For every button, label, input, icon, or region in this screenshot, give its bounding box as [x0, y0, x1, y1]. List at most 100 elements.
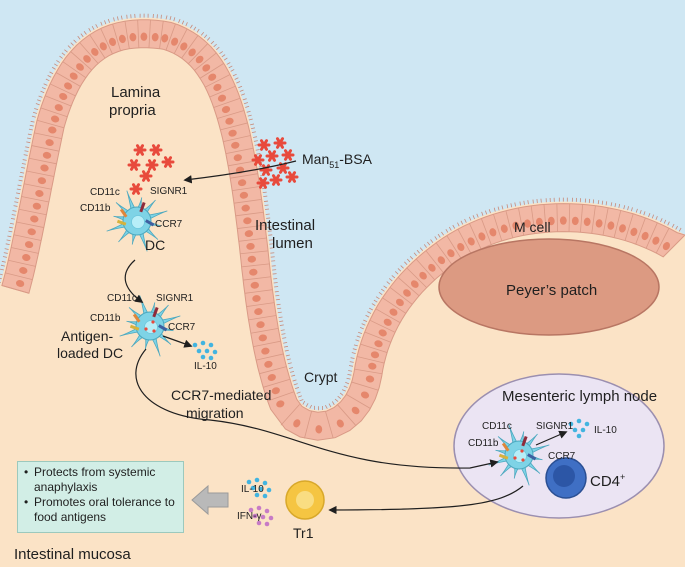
epithelium-cell-border	[591, 205, 596, 234]
microvillus	[343, 385, 348, 388]
epithelium-cell-border	[124, 21, 130, 49]
epithelium-cell-border	[199, 63, 224, 79]
microvillus	[34, 108, 39, 111]
epithelium-nucleus	[383, 318, 392, 326]
epithelium-cell-border	[217, 110, 245, 119]
outcome-bullet-text: Promotes oral tolerance to food antigens	[34, 495, 175, 524]
antigen-star-icon	[269, 174, 283, 186]
microvillus	[296, 391, 301, 394]
il10-dot	[258, 486, 264, 492]
label-intestinal-mucosa: Intestinal mucosa	[14, 546, 131, 563]
dc-dendrite	[151, 335, 161, 357]
microvillus	[20, 171, 25, 174]
microvillus	[359, 326, 364, 330]
microvillus	[309, 404, 313, 409]
epithelium-cell-border	[397, 277, 420, 297]
dc-internalized-antigen	[521, 458, 525, 462]
epithelium-nucleus	[188, 48, 196, 57]
arrow-migration	[135, 348, 499, 469]
antigen-star-icon-core	[280, 165, 286, 171]
epithelium-nucleus	[76, 63, 84, 71]
microvillus	[219, 51, 223, 55]
label-tr1-il10: IL-10	[241, 484, 264, 495]
microvillus	[394, 271, 399, 275]
microvillus	[12, 210, 17, 212]
bullet-dot-icon: •	[24, 495, 29, 509]
man51-bsa-antigens	[251, 137, 299, 189]
microvillus	[265, 213, 270, 215]
epithelium-nucleus	[171, 37, 179, 46]
label-mesenteric-lymph-node: Mesenteric lymph node	[502, 388, 657, 405]
microvillus	[293, 383, 298, 386]
epithelium-nucleus	[221, 106, 231, 113]
microvillus	[351, 352, 356, 355]
epithelium-nucleus	[180, 42, 188, 51]
epithelium-cell-border	[34, 132, 62, 139]
epithelium-cell-border	[530, 205, 536, 234]
microvillus	[23, 154, 28, 156]
microvillus	[47, 75, 52, 78]
il10-dot	[262, 493, 268, 499]
microvillus	[173, 17, 176, 22]
epithelium-cell-border	[237, 224, 266, 229]
microvillus	[386, 281, 391, 285]
epithelium-nucleus	[91, 47, 99, 56]
microvillus	[437, 233, 441, 238]
antigen-star-icon-core	[261, 142, 267, 148]
epithelium-nucleus	[32, 202, 42, 210]
microvillus	[10, 218, 15, 220]
epithelium-cell-border	[248, 315, 277, 321]
epithelium-nucleus	[500, 224, 508, 233]
epithelium-cell-border	[26, 170, 55, 177]
epithelium-cell-border	[188, 43, 209, 64]
epithelium-nucleus	[50, 115, 60, 123]
epithelium-cell-border	[568, 203, 571, 232]
epithelium-nucleus	[195, 55, 204, 64]
microvillus	[0, 264, 5, 267]
microvillus	[266, 217, 271, 219]
microvillus	[671, 223, 675, 228]
microvillus	[488, 209, 491, 214]
ccr7-receptor-icon	[527, 453, 537, 461]
microvillus	[610, 202, 613, 207]
epithelium-nucleus	[264, 360, 273, 368]
microvillus	[341, 389, 346, 392]
microvillus	[678, 227, 682, 232]
outcome-bullet-text: Protects from systemic anaphylaxis	[34, 465, 156, 494]
epithelium-nucleus	[250, 281, 259, 289]
microvillus	[165, 15, 168, 20]
dc-node-cd11b: CD11b	[468, 438, 499, 449]
microvillus	[1, 260, 6, 263]
microvillus	[457, 222, 460, 227]
il10-dot	[250, 485, 256, 491]
microvillus	[651, 214, 655, 219]
microvillus	[223, 57, 228, 61]
epithelium-nucleus	[208, 73, 217, 81]
epithelium-nucleus	[258, 334, 267, 342]
antigen-star-icon-core	[143, 173, 149, 179]
epithelium-cell-border	[406, 267, 427, 288]
antigen-star-icon	[265, 150, 279, 162]
microvillus	[285, 354, 290, 357]
microvillus	[95, 24, 98, 28]
microvillus	[631, 207, 633, 212]
epithelium-cell-border	[635, 217, 646, 245]
il10-dot	[254, 477, 260, 483]
microvillus	[21, 163, 26, 165]
microvillus	[26, 141, 31, 144]
mesenteric-lymph-node	[453, 373, 665, 519]
epithelium-cell-border	[645, 222, 658, 249]
il10-dot	[580, 427, 586, 433]
epithelium-nucleus	[129, 33, 137, 42]
epithelium-nucleus	[368, 362, 377, 370]
epithelium-cell-border	[415, 258, 436, 281]
ifn-gamma-dot	[248, 507, 254, 513]
microvillus	[274, 290, 279, 293]
microvillus	[409, 256, 414, 260]
microvillus	[406, 258, 411, 263]
label-lumen: lumen	[272, 235, 313, 252]
arrow-il10-node	[535, 430, 568, 446]
microvillus	[266, 221, 271, 223]
microvillus	[618, 203, 621, 208]
microvillus	[239, 89, 244, 92]
